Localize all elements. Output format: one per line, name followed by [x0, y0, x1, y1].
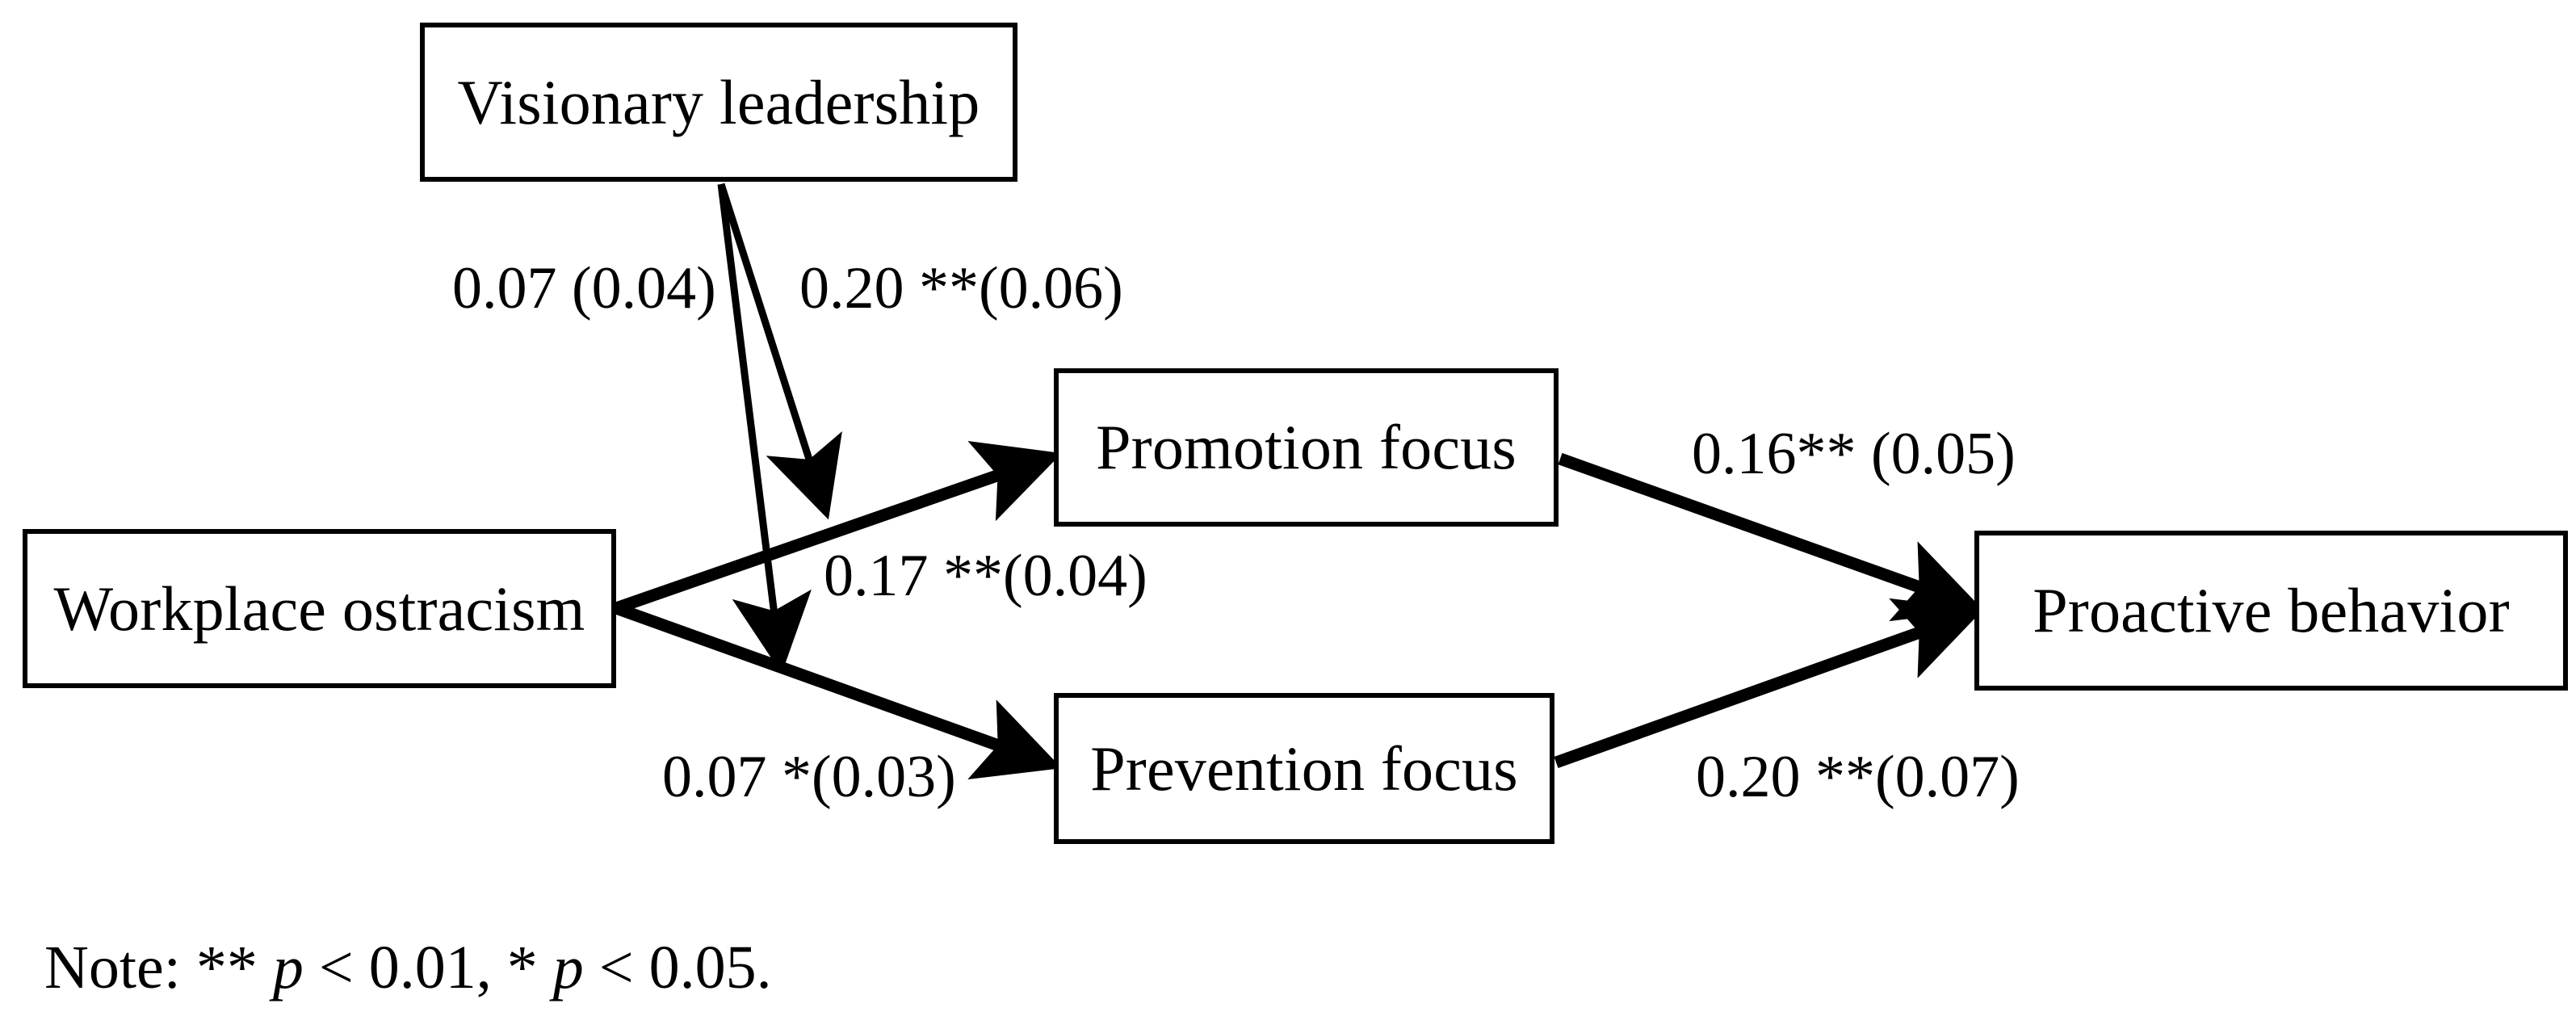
arrow-wo-to-prevention [614, 602, 1062, 780]
note-p-symbol-2: p [552, 934, 584, 1002]
node-proactive-behavior-label: Proactive behavior [2033, 575, 2510, 645]
note-mid: < 0.01, * [303, 934, 553, 1002]
arrow-vl-to-promotion-path [717, 183, 842, 520]
node-workplace-ostracism: Workplace ostracism [23, 529, 616, 688]
node-proactive-behavior: Proactive behavior [1974, 531, 2568, 691]
arrow-vl-to-prevention-path [717, 183, 812, 674]
note-prefix: Note: ** [44, 934, 273, 1002]
figure-note: Note: ** p < 0.01, * p < 0.05. [44, 937, 772, 998]
node-promotion-focus: Promotion focus [1054, 368, 1559, 527]
note-p-symbol-1: p [272, 934, 304, 1002]
node-prevention-focus: Prevention focus [1054, 693, 1554, 844]
node-workplace-ostracism-label: Workplace ostracism [53, 573, 585, 644]
arrow-wo-to-promotion [614, 441, 1062, 615]
node-prevention-focus-label: Prevention focus [1090, 733, 1518, 804]
path-label-wo-to-prevention: 0.07 *(0.03) [662, 744, 956, 810]
path-label-promotion-to-proactive: 0.16** (0.05) [1692, 421, 2016, 487]
node-visionary-leadership: Visionary leadership [420, 23, 1017, 182]
path-label-vl-to-promotion: 0.20 **(0.06) [799, 255, 1123, 321]
arrow-promotion-to-proactive [1558, 452, 1983, 622]
path-label-wo-to-promotion: 0.17 **(0.04) [824, 543, 1147, 609]
arrow-prevention-to-proactive [1554, 598, 1983, 769]
node-visionary-leadership-label: Visionary leadership [457, 66, 980, 137]
path-label-prevention-to-proactive: 0.20 **(0.07) [1696, 744, 2020, 810]
note-suffix: < 0.05. [583, 934, 772, 1002]
path-label-vl-to-prevention: 0.07 (0.04) [452, 255, 716, 321]
node-promotion-focus-label: Promotion focus [1096, 412, 1517, 482]
